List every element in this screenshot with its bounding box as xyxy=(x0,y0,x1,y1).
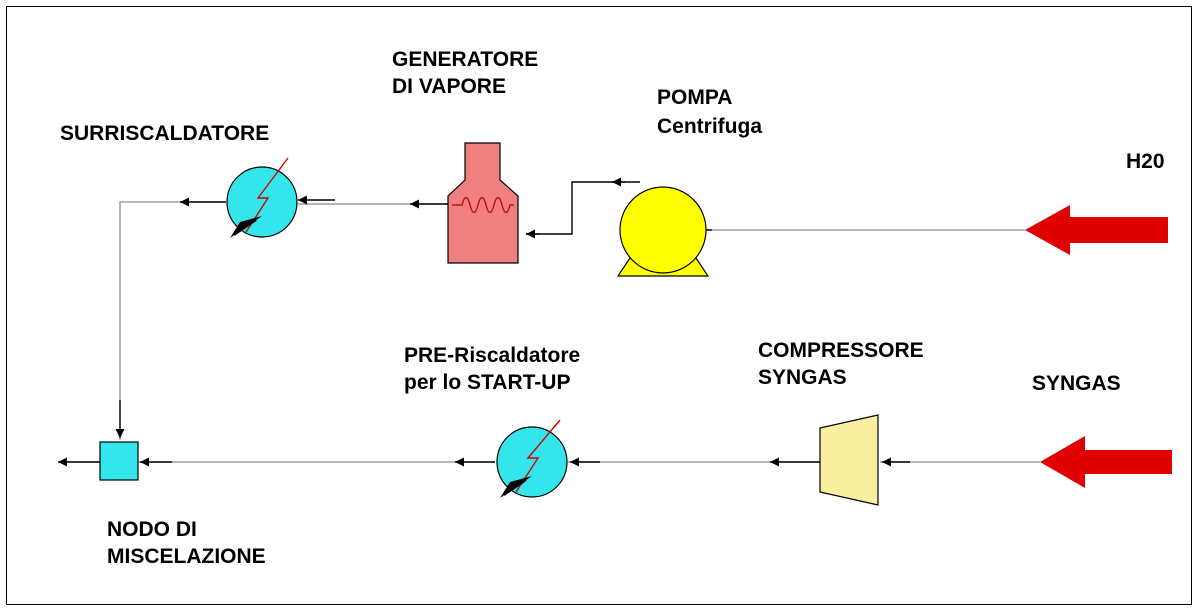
diagram-frame xyxy=(6,6,1192,605)
label-pump-title: POMPA xyxy=(657,86,733,109)
label-compressor: COMPRESSORE SYNGAS xyxy=(758,339,924,390)
centrifugal-pump-icon xyxy=(616,186,710,277)
stream-water xyxy=(115,177,1025,440)
label-syngas: SYNGAS xyxy=(1032,372,1121,395)
label-preheater: PRE-Riscaldatore per lo START-UP xyxy=(404,344,581,395)
mixer-node-icon xyxy=(99,441,139,481)
label-mixing-node: NODO DI MISCELAZIONE xyxy=(107,518,266,569)
label-h2o: H20 xyxy=(1126,150,1165,173)
label-pump-subtitle: Centrifuga xyxy=(657,115,762,138)
h2o-feed-arrow-icon xyxy=(1025,205,1168,255)
pump-to-generator-line xyxy=(526,181,625,235)
steam-generator-icon xyxy=(447,142,519,264)
label-superheater: SURRISCALDATORE xyxy=(60,122,270,145)
preheater-exchanger-icon xyxy=(496,419,568,498)
label-steam-generator: GENERATORE DI VAPORE xyxy=(392,48,539,99)
compressor-icon xyxy=(819,414,879,506)
syngas-feed-arrow-icon xyxy=(1040,436,1172,488)
superheater-exchanger-icon xyxy=(226,157,298,238)
superheater-to-mixer-line xyxy=(119,201,226,440)
